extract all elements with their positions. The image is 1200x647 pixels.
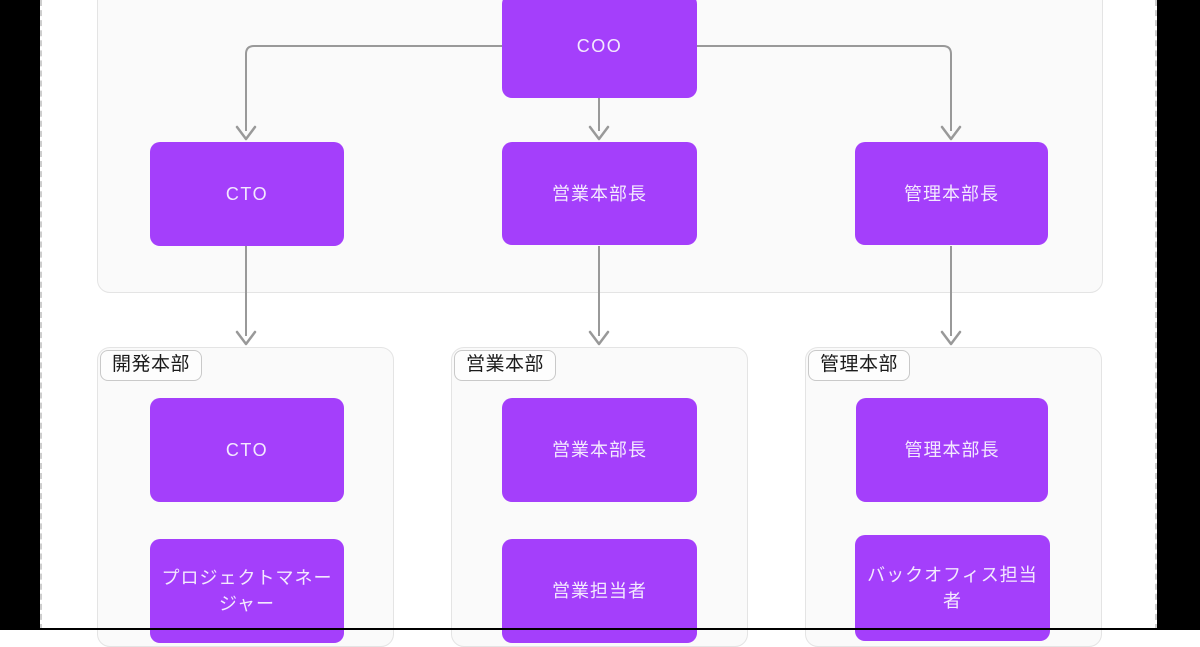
- bottom-black-line: [0, 628, 1200, 630]
- group-label-sales: 営業本部: [454, 350, 557, 381]
- node-cto: CTO: [150, 142, 344, 246]
- right-dashed-guide: [1155, 0, 1157, 630]
- node-project-manager: プロジェクトマネージャー: [150, 539, 344, 643]
- node-sales-rep: 営業担当者: [502, 539, 697, 643]
- node-sales-group-head: 営業本部長: [502, 398, 697, 502]
- left-black-bar: [0, 0, 40, 630]
- node-admin-group-head-label: 管理本部長: [904, 440, 1000, 460]
- node-admin-division-head-label: 管理本部長: [904, 183, 999, 204]
- node-back-office-staff: バックオフィス担当者: [855, 535, 1050, 641]
- group-label-dev: 開発本部: [100, 350, 203, 381]
- group-label-admin: 管理本部: [808, 350, 911, 381]
- node-admin-division-head: 管理本部長: [855, 142, 1048, 245]
- node-sales-division-head: 営業本部長: [502, 142, 697, 245]
- node-dev-cto-label: CTO: [225, 440, 269, 460]
- node-coo: COO: [502, 0, 697, 98]
- node-coo-label: COO: [576, 36, 623, 56]
- node-dev-cto: CTO: [150, 398, 344, 502]
- left-dashed-guide: [40, 0, 42, 630]
- node-back-office-staff-label: バックオフィス担当者: [867, 565, 1038, 611]
- node-sales-division-head-label: 営業本部長: [552, 183, 647, 204]
- node-project-manager-label: プロジェクトマネージャー: [161, 568, 333, 614]
- node-sales-group-head-label: 営業本部長: [552, 440, 647, 460]
- node-admin-group-head: 管理本部長: [856, 398, 1048, 502]
- node-cto-label: CTO: [225, 184, 269, 204]
- right-black-bar: [1157, 0, 1200, 630]
- node-sales-rep-label: 営業担当者: [552, 581, 647, 601]
